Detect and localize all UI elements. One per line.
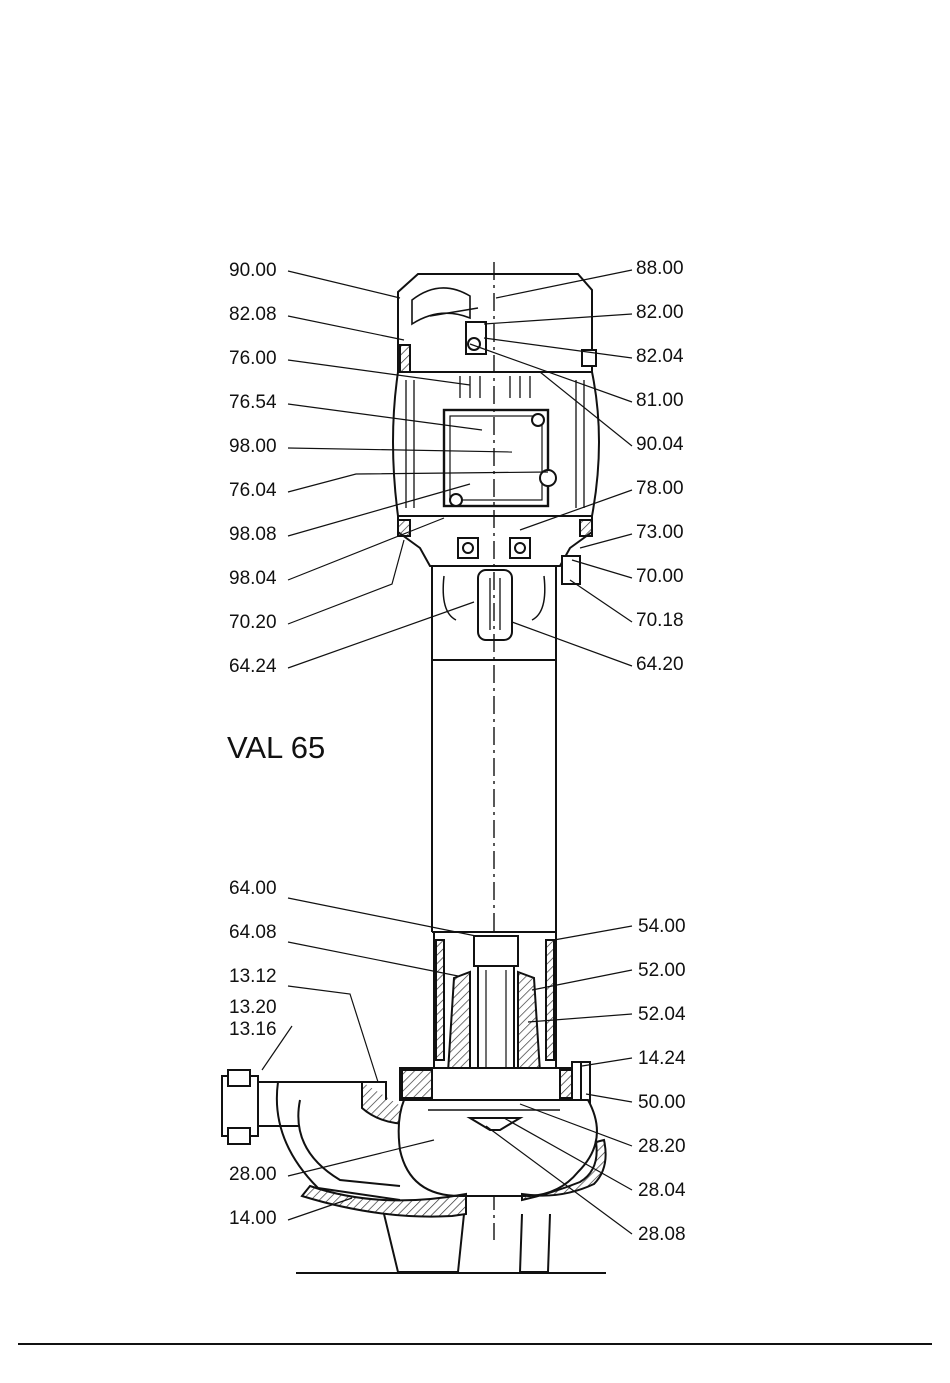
part-label-28-00: 28.00 [229, 1165, 277, 1185]
part-label-54-00: 54.00 [638, 917, 686, 937]
base-stand [296, 1214, 606, 1273]
part-label-64-20: 64.20 [636, 655, 684, 675]
part-label-70-00: 70.00 [636, 567, 684, 587]
part-label-82-04: 82.04 [636, 347, 684, 367]
part-label-64-00: 64.00 [229, 879, 277, 899]
part-label-64-24: 64.24 [229, 657, 277, 677]
part-label-13-16: 13.16 [229, 1020, 277, 1040]
part-label-76-04: 76.04 [229, 481, 277, 501]
part-label-90-00: 90.00 [229, 261, 277, 281]
part-label-82-08: 82.08 [229, 305, 277, 325]
part-label-76-00: 76.00 [229, 349, 277, 369]
part-label-64-08: 64.08 [229, 923, 277, 943]
part-label-90-04: 90.04 [636, 435, 684, 455]
part-label-98-00: 98.00 [229, 437, 277, 457]
part-label-73-00: 73.00 [636, 523, 684, 543]
part-label-28-08: 28.08 [638, 1225, 686, 1245]
part-label-88-00: 88.00 [636, 259, 684, 279]
part-label-81-00: 81.00 [636, 391, 684, 411]
part-label-98-04: 98.04 [229, 569, 277, 589]
part-label-82-00: 82.00 [636, 303, 684, 323]
part-label-76-54: 76.54 [229, 393, 277, 413]
part-label-70-20: 70.20 [229, 613, 277, 633]
model-title: VAL 65 [227, 731, 325, 765]
part-label-13-12: 13.12 [229, 967, 277, 987]
part-label-14-24: 14.24 [638, 1049, 686, 1069]
bottom-rule [18, 1343, 932, 1345]
part-label-70-18: 70.18 [636, 611, 684, 631]
part-label-14-00: 14.00 [229, 1209, 277, 1229]
part-label-52-00: 52.00 [638, 961, 686, 981]
part-label-50-00: 50.00 [638, 1093, 686, 1113]
part-label-52-04: 52.04 [638, 1005, 686, 1025]
part-label-78-00: 78.00 [636, 479, 684, 499]
part-label-28-20: 28.20 [638, 1137, 686, 1157]
part-label-13-20: 13.20 [229, 998, 277, 1018]
part-label-28-04: 28.04 [638, 1181, 686, 1201]
motor-assembly [393, 274, 599, 584]
part-label-98-08: 98.08 [229, 525, 277, 545]
